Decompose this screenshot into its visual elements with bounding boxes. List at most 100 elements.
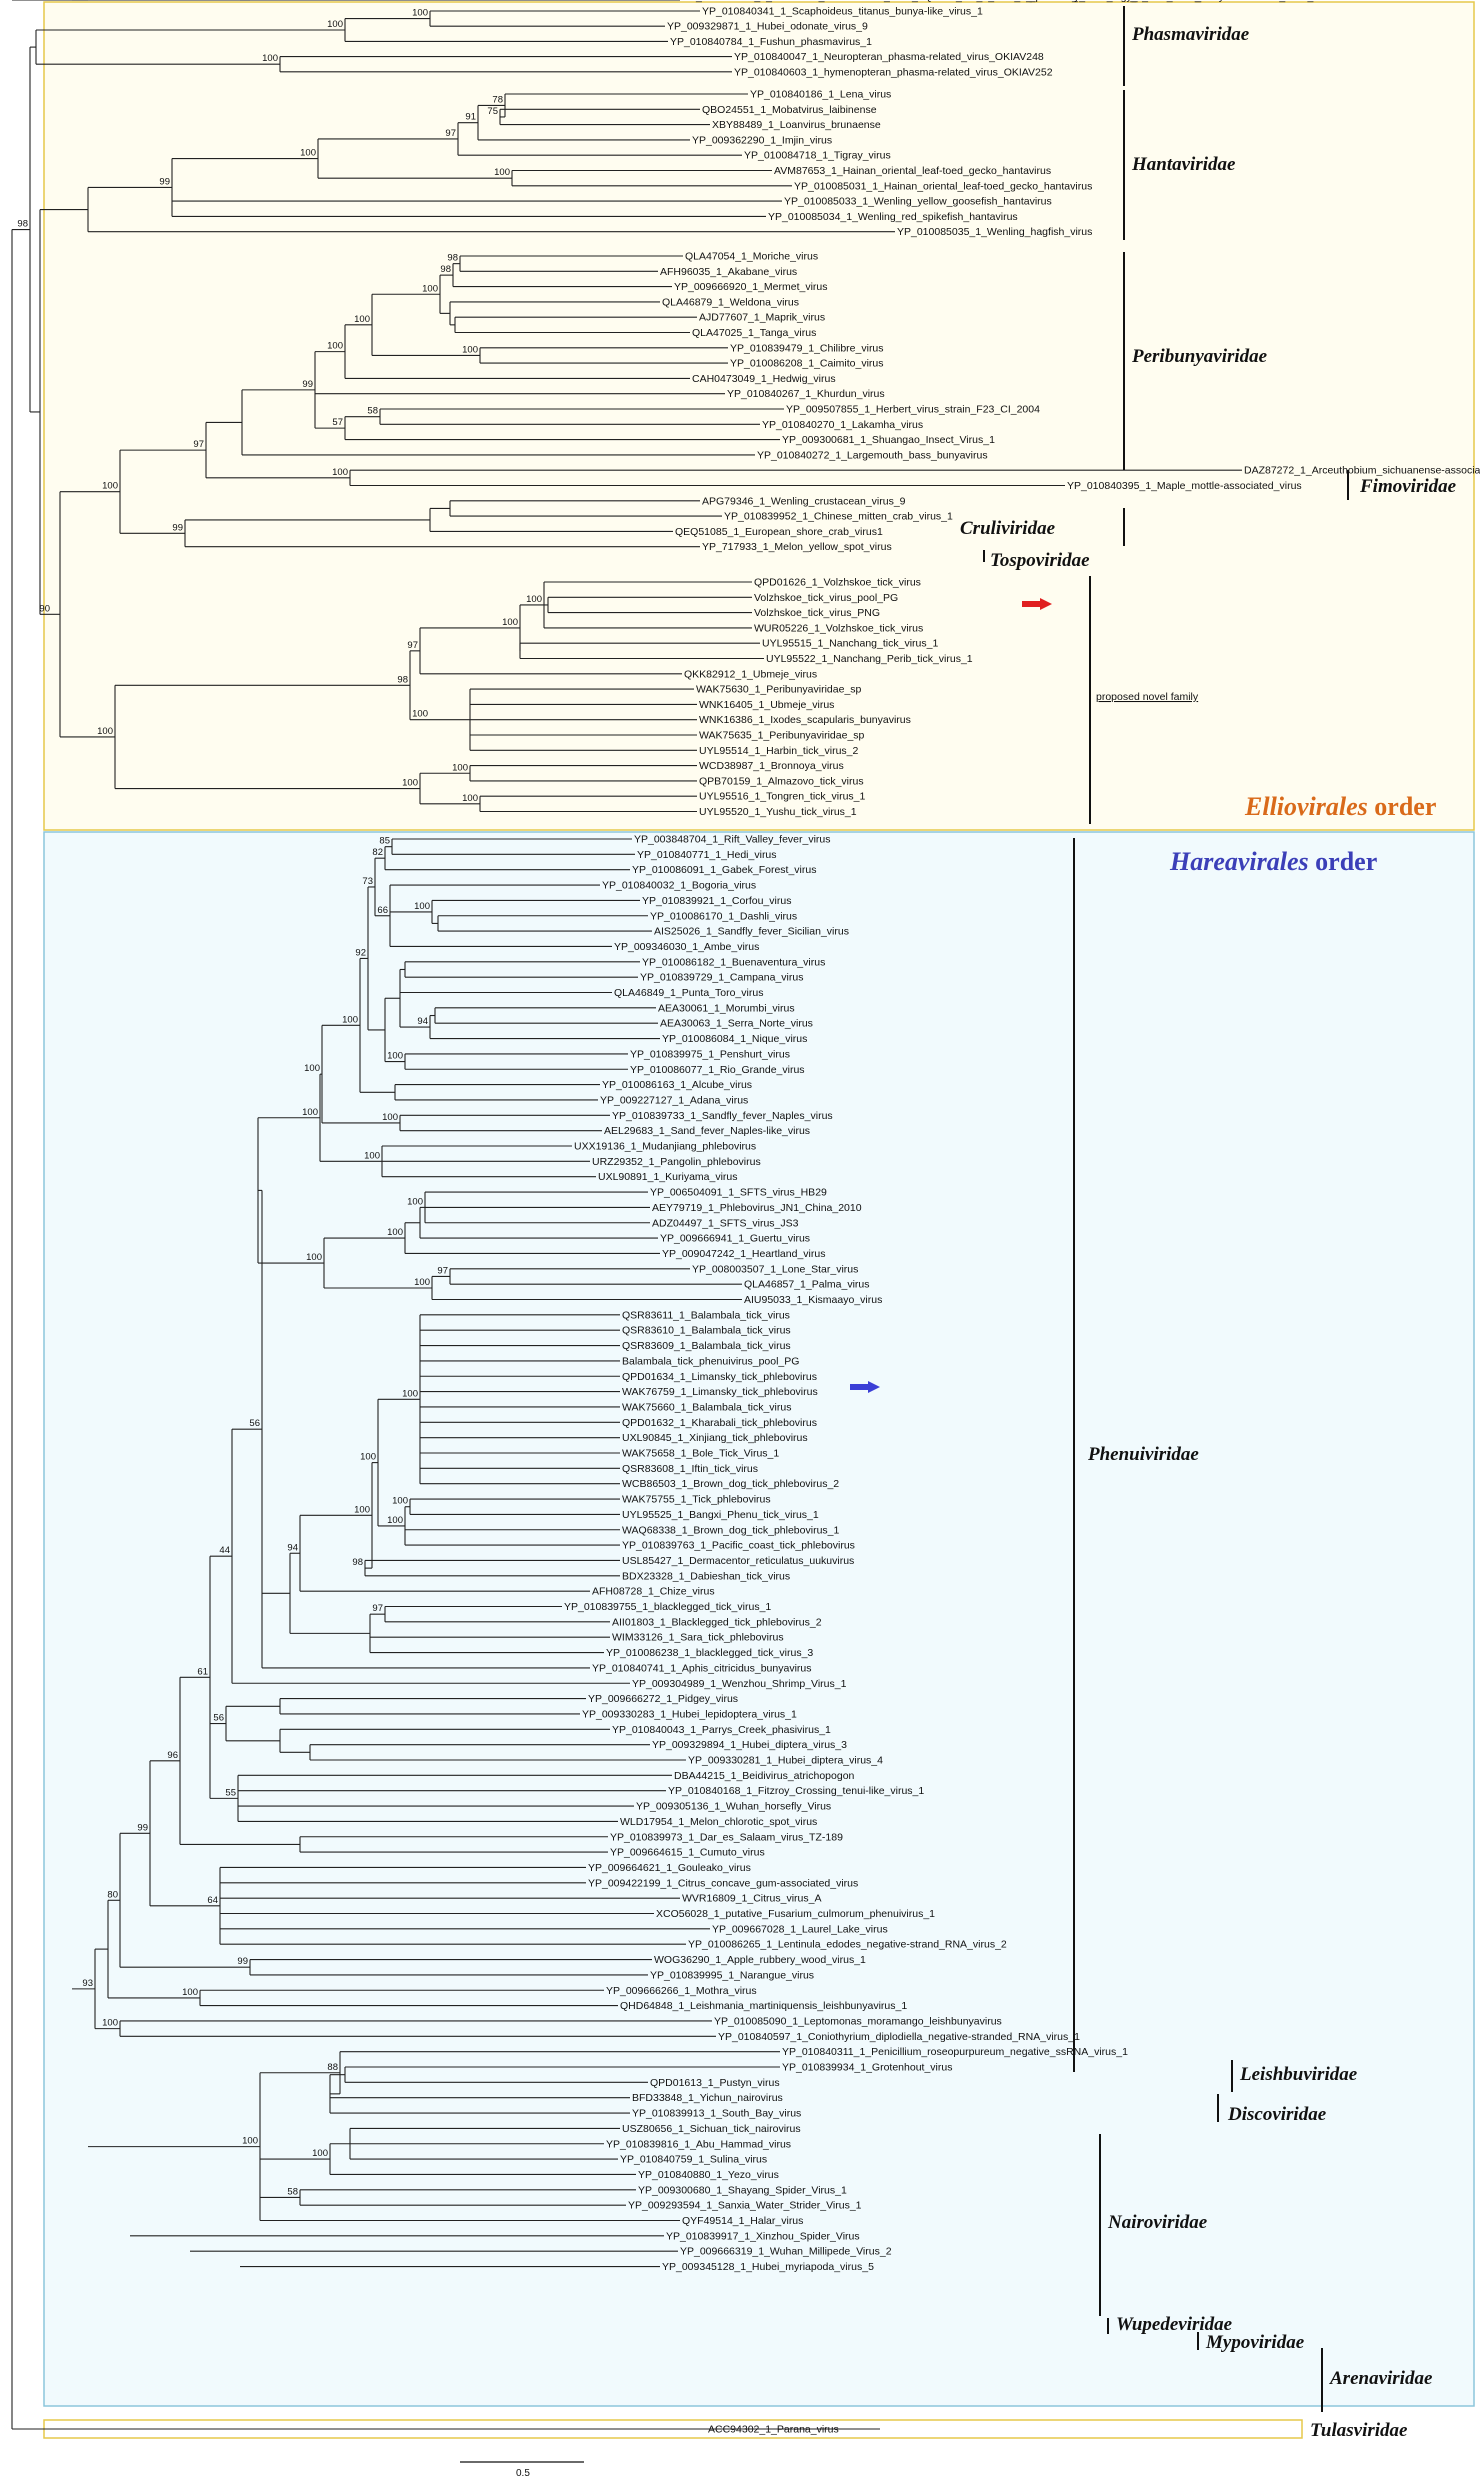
bootstrap-value: 98 [440, 264, 451, 275]
leaf-label: XCO56028_1_putative_Fusarium_culmorum_ph… [656, 1908, 935, 1920]
leaf-label: YP_010839755_1_blacklegged_tick_virus_1 [564, 1601, 771, 1613]
leaf-label: YP_010840603_1_hymenopteran_phasma-relat… [734, 66, 1053, 78]
leaf-label: WCB86503_1_Brown_dog_tick_phlebovirus_2 [622, 1478, 839, 1490]
bootstrap-value: 100 [402, 778, 418, 789]
bootstrap-value: 73 [362, 876, 373, 887]
leaf-label: YP_010085033_1_Wenling_yellow_goosefish_… [784, 196, 1052, 208]
bootstrap-value: 99 [172, 522, 183, 533]
leaf-label: UYL95514_1_Harbin_tick_virus_2 [699, 745, 859, 757]
leaf-label: YP_009346030_1_Ambe_virus [614, 941, 759, 953]
leaf-label: YP_010086091_1_Gabek_Forest_virus [632, 864, 816, 876]
leaf-label: YP_009422199_1_Citrus_concave_gum-associ… [588, 1877, 858, 1889]
leaf-label: CAH0473049_1_Hedwig_virus [692, 373, 836, 385]
bootstrap-value: 100 [407, 1196, 423, 1207]
bootstrap-value: 100 [354, 314, 370, 325]
bootstrap-value: 98 [397, 674, 408, 685]
leaf-label: AFH08728_1_Chize_virus [592, 1586, 715, 1598]
bootstrap-value: 100 [332, 467, 348, 478]
leaf-label: YP_010086163_1_Alcube_virus [602, 1079, 752, 1091]
leaf-label: WVR16809_1_Citrus_virus_A [682, 1893, 821, 1905]
hareavirales-box [43, 831, 1475, 2407]
leaf-label: YP_010840341_1_Scaphoideus_titanus_bunya… [702, 6, 983, 18]
leaf-label: YP_010840880_1_Yezo_virus [638, 2169, 779, 2181]
leaf-label: QPD01632_1_Kharabali_tick_phlebovirus [622, 1417, 817, 1429]
bootstrap-value: 100 [387, 1227, 403, 1238]
leaf-label: YP_009300680_1_Shayang_Spider_Virus_1 [638, 2184, 847, 2196]
leaf-label: YP_010839816_1_Abu_Hammad_virus [606, 2138, 791, 2150]
bootstrap-value: 94 [287, 1542, 298, 1553]
leaf-label: QPD01626_1_Volzhskoe_tick_virus [754, 577, 921, 589]
leaf-label: YP_010839975_1_Penshurt_virus [630, 1048, 790, 1060]
bootstrap-value: 100 [526, 594, 542, 605]
bootstrap-value: 100 [102, 481, 118, 492]
leaf-label: QLA47054_1_Moriche_virus [685, 251, 818, 263]
bootstrap-value: 100 [412, 709, 428, 720]
leaf-label: QSR83610_1_Balambala_tick_virus [622, 1325, 791, 1337]
bootstrap-value: 98 [237, 0, 248, 3]
leaf-label: UXX19136_1_Mudanjiang_phlebovirus [574, 1141, 756, 1153]
leaf-label: YP_009666941_1_Guertu_virus [660, 1233, 810, 1245]
leaf-label: WNK16386_1_Ixodes_scapularis_bunyavirus [699, 714, 911, 726]
leaf-label: USL85427_1_Dermacentor_reticulatus_uukuv… [622, 1555, 854, 1567]
scale-bar-label: 0.5 [516, 2468, 530, 2479]
leaf-label: YP_717933_1_Melon_yellow_spot_virus [702, 541, 892, 553]
bootstrap-value: 97 [445, 128, 456, 139]
leaf-label: ACC94302_1_Parana_virus [708, 2424, 839, 2436]
leaf-label: WLD17954_1_Melon_chlorotic_spot_virus [620, 1816, 817, 1828]
bootstrap-value: 98 [447, 253, 458, 264]
bootstrap-value: 100 [242, 2136, 258, 2147]
leaf-label: QSR83611_1_Balambala_tick_virus [622, 1309, 790, 1321]
bootstrap-value: 94 [417, 1016, 428, 1027]
leaf-label: UYL95525_1_Bangxi_Phenu_tick_virus_1 [622, 1509, 819, 1521]
bootstrap-value: 99 [159, 176, 170, 187]
bootstrap-value: 99 [137, 1822, 148, 1833]
bootstrap-value: 92 [355, 947, 366, 958]
leaf-label: WAK76759_1_Limansky_tick_phlebovirus [622, 1386, 818, 1398]
leaf-label: DAZ87272_1_Arceuthobium_sichuanense-asso… [1244, 465, 1480, 477]
bootstrap-value: 100 [494, 167, 510, 178]
bootstrap-value: 100 [300, 148, 316, 159]
leaf-label: YP_006504091_1_SFTS_virus_HB29 [650, 1187, 827, 1199]
leaf-label: YP_010839763_1_Pacific_coast_tick_phlebo… [622, 1540, 855, 1552]
bootstrap-value: 64 [207, 1895, 218, 1906]
bootstrap-value: 100 [102, 2018, 118, 2029]
leaf-label: AEA30061_1_Morumbi_virus [658, 1002, 795, 1014]
leaf-label: QLA46879_1_Weldona_virus [662, 296, 799, 308]
family-label-phenui: Phenuiviridae [1087, 1444, 1199, 1465]
leaf-label: QYF49514_1_Halar_virus [682, 2215, 803, 2227]
bootstrap-value: 100 [382, 1112, 398, 1123]
leaf-label: YP_010086182_1_Buenaventura_virus [642, 956, 825, 968]
leaf-label: YP_010085035_1_Wenling_hagfish_virus [897, 226, 1092, 238]
leaf-label: YP_010085031_1_Hainan_oriental_leaf-toed… [794, 180, 1092, 192]
elliovirales-box [43, 1, 1475, 831]
bootstrap-value: 88 [327, 2062, 338, 2073]
leaf-label: QSR83608_1_Iftin_tick_virus [622, 1463, 758, 1475]
leaf-label: YP_010085090_1_Leptomonas_moramango_leis… [714, 2015, 1002, 2027]
family-label-phasma: Phasmaviridae [1131, 24, 1250, 45]
leaf-label: WCD38987_1_Bronnoya_virus [699, 760, 844, 772]
bootstrap-value: 100 [502, 617, 518, 628]
family-label-tulas: Tulasviridae [1310, 2420, 1408, 2441]
bootstrap-value: 56 [213, 1713, 224, 1724]
bootstrap-value: 90 [39, 603, 50, 614]
family-label-hanta: Hantaviridae [1131, 154, 1236, 175]
leaf-label: AEL29683_1_Sand_fever_Naples-like_virus [604, 1125, 810, 1137]
leaf-label: Volzhskoe_tick_virus_PNG [754, 607, 880, 619]
leaf-label: YP_009047242_1_Heartland_virus [662, 1248, 825, 1260]
leaf-label: YP_009507855_1_Herbert_virus_strain_F23_… [786, 404, 1040, 416]
leaf-label: YP_010840784_1_Fushun_phasmavirus_1 [670, 36, 872, 48]
leaf-label: YP_009304989_1_Wenzhou_Shrimp_Virus_1 [632, 1678, 847, 1690]
family-label-fimo: Fimoviridae [1359, 476, 1457, 497]
leaf-label: YP_003848704_1_Rift_Valley_fever_virus [634, 834, 831, 846]
bootstrap-value: 100 [360, 1452, 376, 1463]
elliovirales-order-title: Elliovirales order [1244, 792, 1436, 821]
leaf-label: AIU95033_1_Kismaayo_virus [744, 1294, 882, 1306]
leaf-label: AFH96035_1_Akabane_virus [660, 266, 797, 278]
leaf-label: WAK75660_1_Balambala_tick_virus [622, 1401, 791, 1413]
leaf-label: WAK75658_1_Bole_Tick_Virus_1 [622, 1448, 779, 1460]
bootstrap-value: 100 [412, 8, 428, 19]
bootstrap-value: 97 [372, 1603, 383, 1614]
bootstrap-value: 98 [17, 219, 28, 230]
leaf-label: BFD33848_1_Yichun_nairovirus [632, 2092, 783, 2104]
bootstrap-value: 100 [342, 1014, 358, 1025]
